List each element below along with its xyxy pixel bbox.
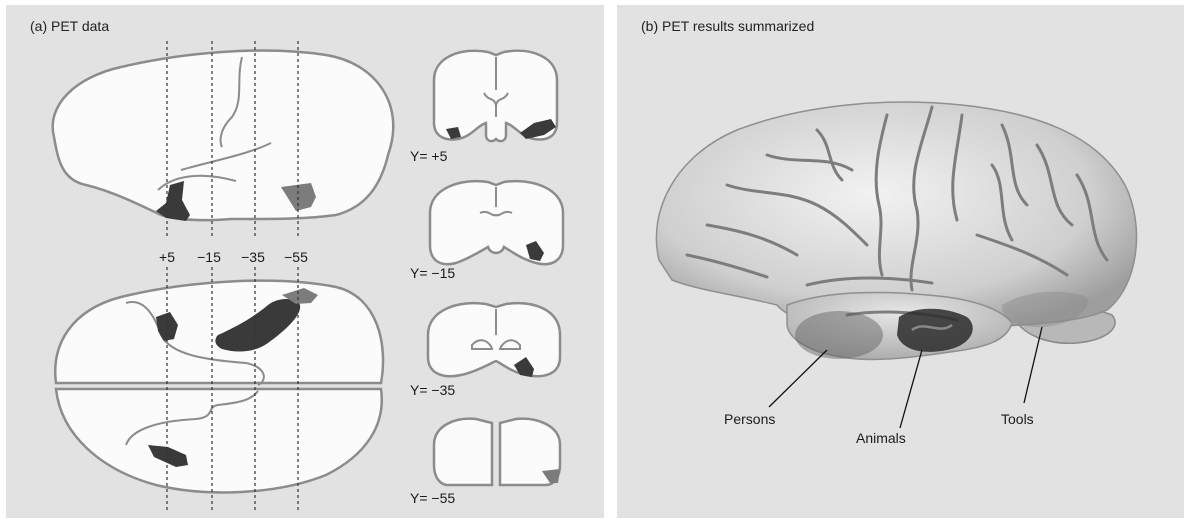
slice-guides [166,41,299,510]
slice-label-minus35: Y= −35 [410,382,455,398]
coronal-outline-minus15 [428,179,565,266]
gyri-sulci [685,105,1109,322]
pet-data-figure: +5 −15 −35 −55 Y= +5 Y= −15 Y= −35 Y= − [51,41,565,510]
activation-animals-axial [215,299,301,352]
axial-lower-hemisphere [54,387,383,494]
guide-label-plus5: +5 [159,249,175,265]
region-animals-folds [911,323,953,332]
ventricles-minus15 [479,187,513,217]
callout-animals [899,349,923,429]
guide-label-minus55: −55 [284,249,308,265]
slice-label-minus15: Y= −15 [410,265,455,281]
slice-label-minus55: Y= −55 [410,490,455,506]
callout-persons [768,349,828,408]
panel-a-title: (a) PET data [30,18,110,34]
activation-minus15 [526,241,544,261]
panel-pet-data: (a) PET data [6,5,604,518]
activation-tools-axial [282,288,318,304]
temporal-lobe-line [157,174,237,191]
slice-label-plus5: Y= +5 [410,148,448,164]
region-animals [897,308,973,352]
axial-lower-temporal-outline [125,390,259,446]
brain-3d-render [655,101,1138,361]
brain-summary-figure: Persons Animals Tools [655,101,1138,446]
axial-upper-temporal-outline [125,301,265,386]
ventricles-plus5 [483,57,509,117]
coronal-slice-minus15: Y= −15 [410,179,565,281]
coronal-outline-plus5 [432,49,559,143]
activation-lower-axial [148,445,188,467]
region-tools [1002,291,1088,328]
coronal-slice-plus5: Y= +5 [410,49,559,164]
guide-label-minus15: −15 [197,249,221,265]
activation-plus5-right [520,119,556,139]
activation-plus5-left [446,127,461,139]
activation-persons-lateral [156,181,190,221]
activation-minus55 [542,469,560,483]
axial-upper-hemisphere [54,279,385,385]
lateral-brain-view [51,49,395,222]
coronal-outline-minus35 [426,301,562,378]
callout-lines [768,326,1043,429]
panel-pet-summary: (b) PET results summarized [617,5,1184,518]
coronal-slice-minus55: Y= −55 [410,417,562,506]
panel-b-title: (b) PET results summarized [641,18,815,34]
lateral-brain-outline [51,49,395,222]
guide-label-minus35: −35 [241,249,265,265]
coronal-slice-minus35: Y= −35 [410,301,562,398]
region-persons [795,311,883,359]
coronal-outline-minus55 [432,417,562,487]
ventricles-minus35 [471,309,521,350]
activation-minus35 [514,357,534,377]
lateral-fissure [180,142,272,171]
axial-brain-view [54,279,385,494]
activation-persons-axial [156,312,178,341]
central-sulcus [219,56,243,148]
callout-tools [1023,326,1043,404]
label-persons: Persons [724,411,775,427]
label-animals: Animals [856,430,906,446]
label-tools: Tools [1001,411,1034,427]
